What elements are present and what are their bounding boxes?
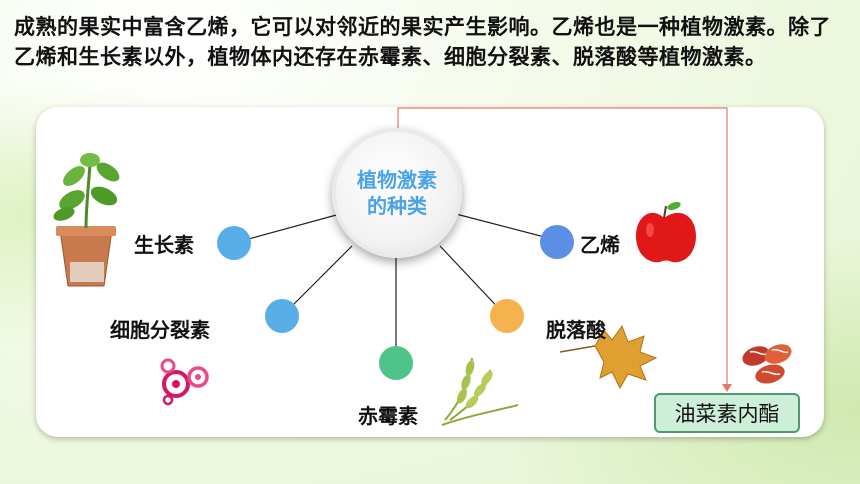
dot-cytokinin — [265, 299, 299, 333]
dot-auxin — [217, 226, 251, 260]
apple-icon — [636, 201, 696, 263]
dot-gibberellin — [379, 346, 413, 380]
center-node: 植物激素 的种类 — [332, 128, 462, 258]
beans-icon — [742, 344, 792, 384]
label-auxin: 生长素 — [134, 233, 194, 257]
center-label-line1: 植物激素 — [357, 168, 437, 192]
extra-hormone-box: 油菜素内酯 — [654, 393, 800, 433]
label-cytokinin: 细胞分裂素 — [110, 318, 210, 342]
label-gibberellin: 赤霉素 — [358, 404, 418, 428]
label-abscisic: 脱落酸 — [546, 318, 606, 342]
spoke-ethylene — [455, 213, 557, 241]
dot-ethylene — [540, 225, 574, 259]
dot-abscisic — [490, 299, 524, 333]
spoke-auxin — [233, 213, 341, 244]
connector-arrow — [722, 384, 732, 392]
connector-line — [397, 107, 728, 386]
wheat-icon — [441, 357, 519, 426]
center-label-line2: 的种类 — [367, 194, 427, 218]
maple-leaf-icon — [559, 324, 658, 390]
pink-swirl-icon — [160, 358, 209, 406]
plant-seedling-icon — [53, 153, 120, 287]
intro-paragraph: 成熟的果实中富含乙烯，它可以对邻近的果实产生影响。乙烯也是一种植物激素。除了乙烯… — [14, 15, 831, 69]
label-ethylene: 乙烯 — [580, 233, 620, 257]
